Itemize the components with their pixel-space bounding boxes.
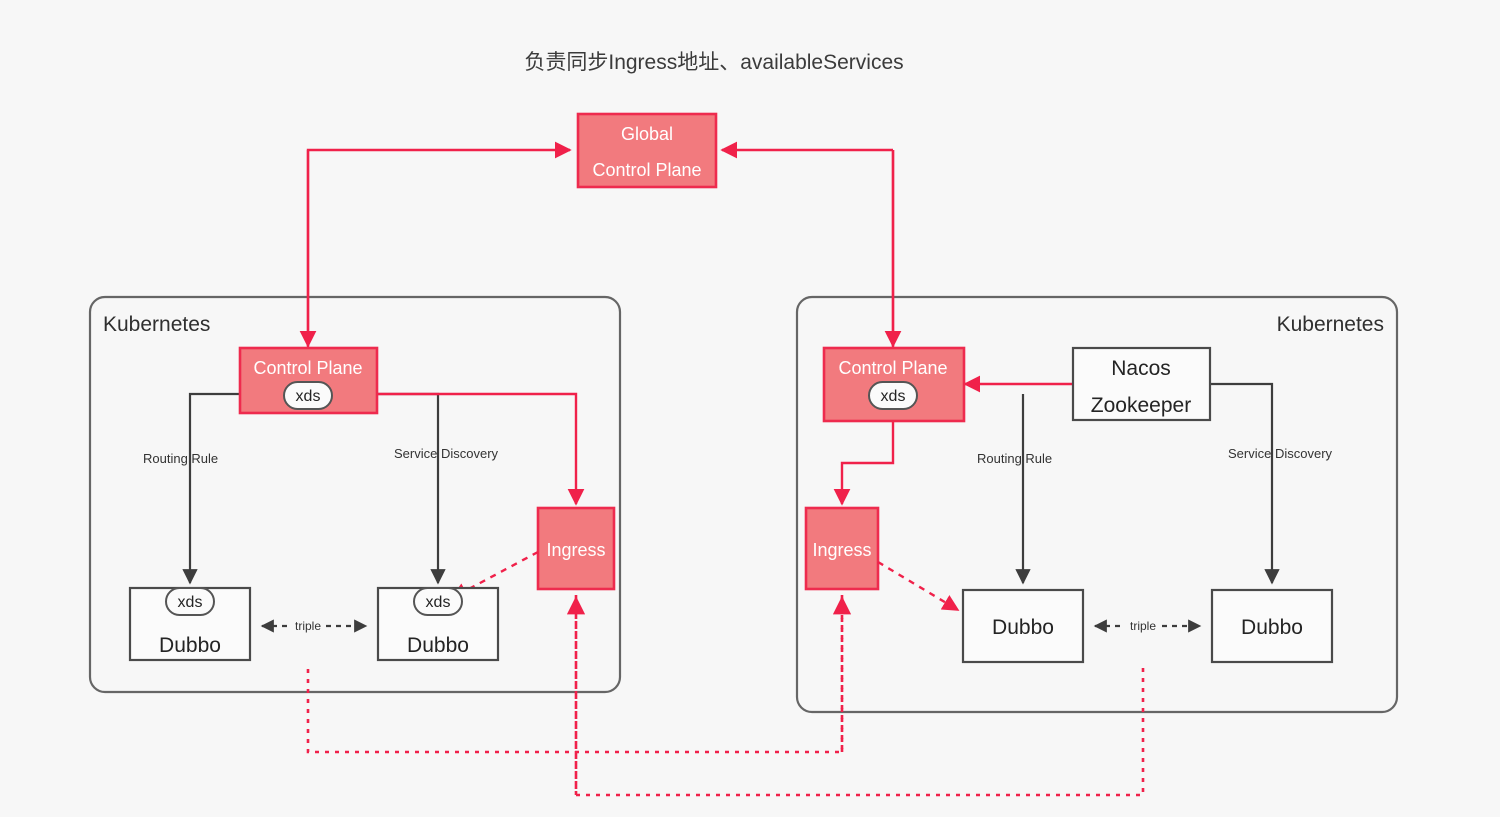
xds-badge-control-plane-left bbox=[283, 381, 333, 410]
edge-left-cp-to-ingress bbox=[377, 392, 585, 506]
edge-label-left-protocol: triple bbox=[295, 619, 321, 633]
edge-left-cp-to-global bbox=[306, 141, 572, 350]
edge-label-right-service-discovery: Service Discovery bbox=[1228, 446, 1333, 461]
edge-left-ingress-to-dubbo2 bbox=[450, 550, 539, 600]
edge-label-right-protocol: triple bbox=[1130, 619, 1156, 633]
xds-badge-label-cp-left: xds bbox=[296, 388, 321, 405]
xds-badge-label-service-left-2: xds bbox=[426, 594, 451, 611]
edge-right-ingress-to-dubbo1 bbox=[877, 560, 960, 612]
control-plane-label-left: Control Plane bbox=[253, 358, 362, 378]
edge-right-cp-to-ingress bbox=[833, 413, 895, 506]
edge-label-left-service-discovery: Service Discovery bbox=[394, 446, 499, 461]
service-label-right-2: Dubbo bbox=[1241, 616, 1303, 639]
global-control-plane-box[interactable] bbox=[576, 112, 718, 189]
xds-badge-service-left-2 bbox=[413, 587, 463, 616]
edge-left-routing-rule bbox=[182, 392, 240, 585]
ingress-label-left: Ingress bbox=[546, 540, 605, 560]
cluster-container-left bbox=[88, 295, 622, 694]
xds-badge-label-service-left-1: xds bbox=[178, 594, 203, 611]
edge-cross-right-ingress-to-left bbox=[306, 595, 844, 754]
edge-label-left-routing-rule: Routing Rule bbox=[143, 451, 218, 466]
control-plane-label-right: Control Plane bbox=[838, 358, 947, 378]
service-box-right-2[interactable] bbox=[1210, 588, 1334, 664]
edge-left-service-discovery bbox=[377, 392, 446, 585]
xds-badge-control-plane-right bbox=[868, 381, 918, 410]
global-control-plane-line1: Global bbox=[621, 124, 673, 144]
edge-right-service-discovery bbox=[1210, 382, 1280, 585]
ingress-label-right: Ingress bbox=[812, 540, 871, 560]
service-box-right-1[interactable] bbox=[961, 588, 1085, 664]
registry-label-line1: Nacos bbox=[1111, 357, 1171, 380]
xds-badge-service-left-1 bbox=[165, 587, 215, 616]
global-control-plane-line2: Control Plane bbox=[592, 160, 701, 180]
ingress-box-right[interactable] bbox=[804, 506, 880, 591]
service-label-right-1: Dubbo bbox=[992, 616, 1054, 639]
cluster-container-right bbox=[795, 295, 1399, 714]
service-label-left-1: Dubbo bbox=[159, 634, 221, 657]
registry-label-line2: Zookeeper bbox=[1091, 394, 1191, 417]
cluster-label-right: Kubernetes bbox=[1277, 313, 1384, 336]
service-label-left-2: Dubbo bbox=[407, 634, 469, 657]
xds-badge-label-cp-right: xds bbox=[881, 388, 906, 405]
ingress-box-left[interactable] bbox=[536, 506, 616, 591]
edge-label-right-routing-rule: Routing Rule bbox=[977, 451, 1052, 466]
registry-box-right[interactable] bbox=[1071, 346, 1212, 422]
page-title: 负责同步Ingress地址、availableServices bbox=[524, 51, 903, 74]
cluster-label-left: Kubernetes bbox=[103, 313, 210, 336]
